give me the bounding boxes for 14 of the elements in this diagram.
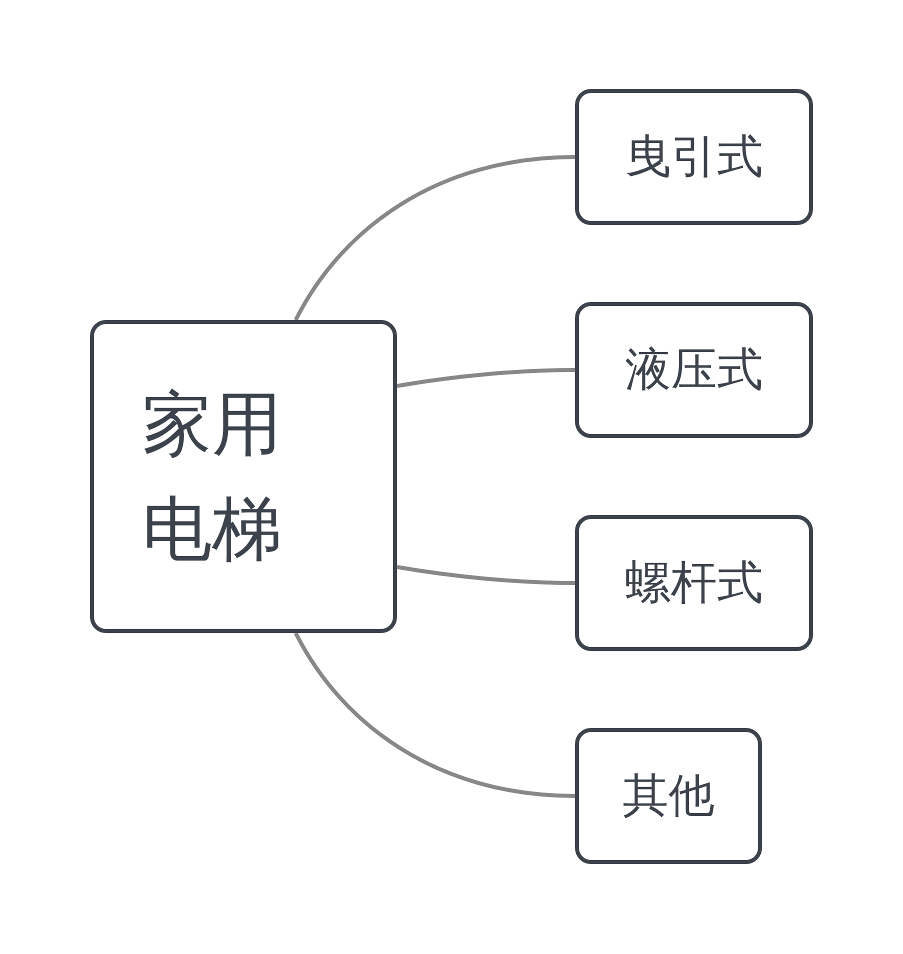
topic-label: 家用电梯 bbox=[142, 382, 283, 572]
topic-label: 曳引式 bbox=[625, 128, 763, 185]
connector-curve bbox=[294, 632, 576, 798]
topic-box bbox=[90, 320, 397, 633]
topic-label: 螺杆式 bbox=[625, 554, 763, 611]
topic-box bbox=[575, 302, 813, 438]
connector-curve bbox=[396, 565, 576, 585]
topic-label: 液压式 bbox=[625, 341, 763, 398]
connector-curve bbox=[396, 368, 576, 388]
topic-box bbox=[575, 89, 813, 225]
topic-box bbox=[575, 728, 762, 864]
topic-label: 其他 bbox=[622, 767, 714, 824]
connector-curve bbox=[294, 155, 576, 321]
topic-box bbox=[575, 515, 813, 651]
